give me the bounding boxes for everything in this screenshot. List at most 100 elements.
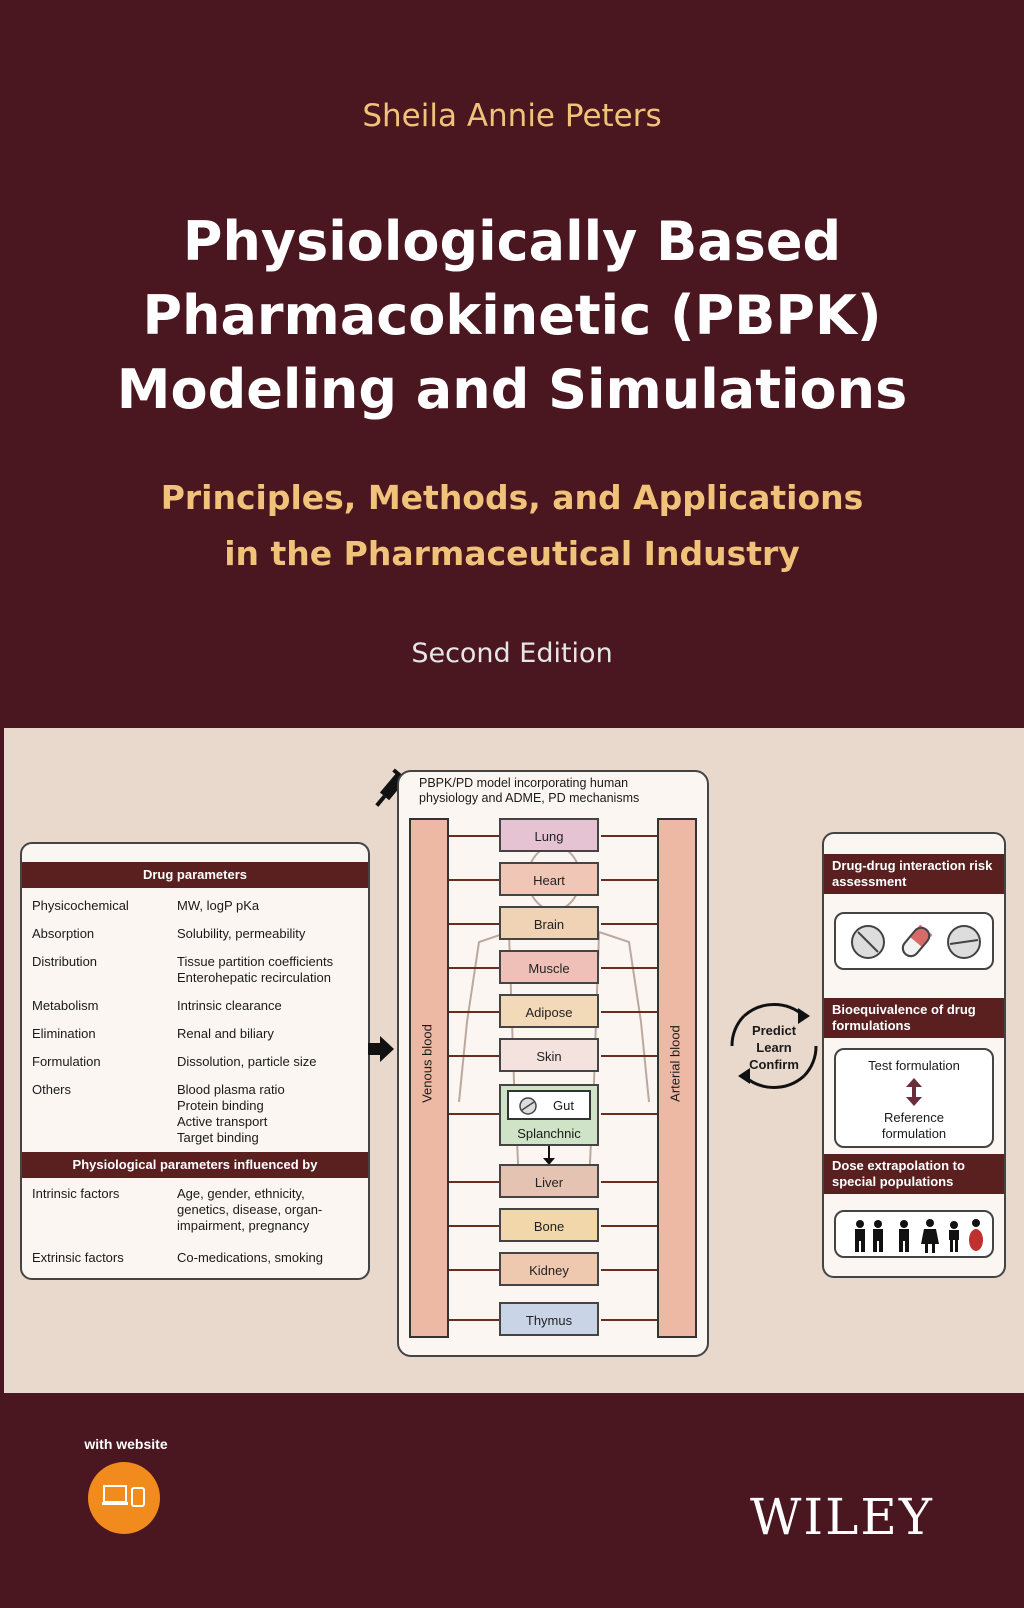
arterial-blood-label: Arterial blood xyxy=(667,1025,683,1102)
predict-learn-confirm-cycle: Predict Learn Confirm xyxy=(724,986,824,1106)
book-subtitle: Principles, Methods, and Applications in… xyxy=(0,470,1024,582)
organ-heart: Heart xyxy=(499,862,599,896)
param-value: Renal and biliary xyxy=(177,1026,274,1041)
devices-icon xyxy=(102,1485,145,1507)
cycle-predict: Predict xyxy=(751,1023,797,1038)
param-key: Physicochemical xyxy=(32,898,129,913)
dose-header: Dose extrapolation to special population… xyxy=(824,1154,1004,1194)
cycle-arrows-icon xyxy=(730,1003,818,1089)
pbpk-diagram: Drug parameters Physicochemical MW, logP… xyxy=(4,728,1024,1393)
applications-box: Drug-drug interaction risk assessment Bi… xyxy=(822,832,1006,1278)
flow-arrow xyxy=(601,1269,657,1271)
flow-arrow xyxy=(449,967,499,969)
organ-kidney: Kidney xyxy=(499,1252,599,1286)
param-value: Dissolution, particle size xyxy=(177,1054,317,1069)
test-formulation: Test formulation xyxy=(868,1058,960,1073)
param-row: Formulation Dissolution, particle size xyxy=(32,1054,362,1072)
flow-arrow xyxy=(601,1181,657,1183)
flow-arrow xyxy=(449,835,499,837)
param-key: Distribution xyxy=(32,954,98,969)
title-line: Modeling and Simulations xyxy=(116,358,908,421)
author-name: Sheila Annie Peters xyxy=(362,98,662,134)
organ-adipose: Adipose xyxy=(499,994,599,1028)
drug-parameters-header: Drug parameters xyxy=(22,862,368,888)
title-line: Physiologically Based xyxy=(182,210,842,273)
population-icons xyxy=(855,1219,983,1253)
flow-arrow xyxy=(449,1225,499,1227)
param-row: Metabolism Intrinsic clearance xyxy=(32,998,362,1016)
cycle-confirm: Confirm xyxy=(749,1057,799,1072)
flow-arrow xyxy=(449,1113,499,1115)
gut-label: Gut xyxy=(553,1098,574,1113)
cycle-learn: Learn xyxy=(756,1040,792,1055)
flow-arrow xyxy=(601,1319,657,1321)
population-panel xyxy=(834,1210,994,1258)
flow-arrow xyxy=(601,1055,657,1057)
flow-arrow xyxy=(601,923,657,925)
param-row: Extrinsic factors Co-medications, smokin… xyxy=(32,1250,362,1268)
organ-muscle: Muscle xyxy=(499,950,599,984)
param-value: Solubility, permeability xyxy=(177,926,306,941)
param-value: Blood plasma ratio Protein binding Activ… xyxy=(177,1082,285,1145)
flow-arrow xyxy=(601,879,657,881)
cycle-text: Predict Learn Confirm xyxy=(724,1022,824,1073)
organ-lung: Lung xyxy=(499,818,599,852)
pbpk-model-box: PBPK/PD model incorporating human physio… xyxy=(397,770,709,1357)
book-title: Physiologically Based Pharmacokinetic (P… xyxy=(0,205,1024,427)
pill-icon xyxy=(519,1097,537,1115)
param-key: Elimination xyxy=(32,1026,96,1041)
website-icon xyxy=(88,1462,160,1534)
parameters-box: Drug parameters Physicochemical MW, logP… xyxy=(20,842,370,1280)
flow-arrow xyxy=(449,1319,499,1321)
down-arrow-icon xyxy=(543,1146,555,1165)
physio-parameters-header: Physiological parameters influenced by xyxy=(22,1152,368,1178)
be-header: Bioequivalence of drug formulations xyxy=(824,998,1004,1038)
arterial-blood-bar xyxy=(657,818,697,1338)
organ-thymus: Thymus xyxy=(499,1302,599,1336)
organ-bone: Bone xyxy=(499,1208,599,1242)
title-line: Pharmacokinetic (PBPK) xyxy=(142,284,882,347)
splanchnic-box: Gut Splanchnic xyxy=(499,1084,599,1146)
formulation-panel: Test formulation Reference formulation xyxy=(834,1048,994,1148)
gut-box: Gut xyxy=(507,1090,591,1120)
pills-panel xyxy=(834,912,994,970)
param-key: Intrinsic factors xyxy=(32,1186,120,1201)
param-value: Co-medications, smoking xyxy=(177,1250,323,1265)
edition-label: Second Edition xyxy=(411,638,613,669)
input-arrow-icon xyxy=(368,1036,394,1062)
organ-brain: Brain xyxy=(499,906,599,940)
subtitle-line: in the Pharmaceutical Industry xyxy=(224,534,800,573)
param-value: MW, logP pKa xyxy=(177,898,260,913)
flow-arrow xyxy=(449,1269,499,1271)
param-row: Absorption Solubility, permeability xyxy=(32,926,362,944)
param-key: Metabolism xyxy=(32,998,99,1013)
flow-arrow xyxy=(449,1181,499,1183)
flow-arrow xyxy=(449,1011,499,1013)
flow-arrow xyxy=(449,1055,499,1057)
up-down-arrow-icon xyxy=(906,1078,922,1106)
param-value: Intrinsic clearance xyxy=(177,998,282,1013)
param-key: Formulation xyxy=(32,1054,101,1069)
ddi-header: Drug-drug interaction risk assessment xyxy=(824,854,1004,894)
badge-text: with website xyxy=(84,1436,168,1452)
venous-blood-label: Venous blood xyxy=(419,1024,435,1103)
param-key: Absorption xyxy=(32,926,95,941)
flow-arrow xyxy=(601,967,657,969)
flow-arrow xyxy=(601,1011,657,1013)
param-row: Elimination Renal and biliary xyxy=(32,1026,362,1044)
param-value: Age, gender, ethnicity, genetics, diseas… xyxy=(177,1186,323,1233)
reference-formulation: Reference formulation xyxy=(881,1110,947,1141)
param-key: Extrinsic factors xyxy=(32,1250,124,1265)
flow-arrow xyxy=(601,1113,657,1115)
param-row: Others Blood plasma ratio Protein bindin… xyxy=(32,1082,362,1148)
organ-skin: Skin xyxy=(499,1038,599,1072)
param-row: Physicochemical MW, logP pKa xyxy=(32,898,362,916)
publisher-logo: WILEY xyxy=(750,1488,934,1546)
organ-liver: Liver xyxy=(499,1164,599,1198)
param-row: Intrinsic factors Age, gender, ethnicity… xyxy=(32,1186,362,1236)
flow-arrow xyxy=(449,879,499,881)
splanchnic-label: Splanchnic xyxy=(517,1126,581,1141)
venous-blood-bar xyxy=(409,818,449,1338)
with-website-badge: with website xyxy=(78,1436,174,1536)
flow-arrow xyxy=(449,923,499,925)
